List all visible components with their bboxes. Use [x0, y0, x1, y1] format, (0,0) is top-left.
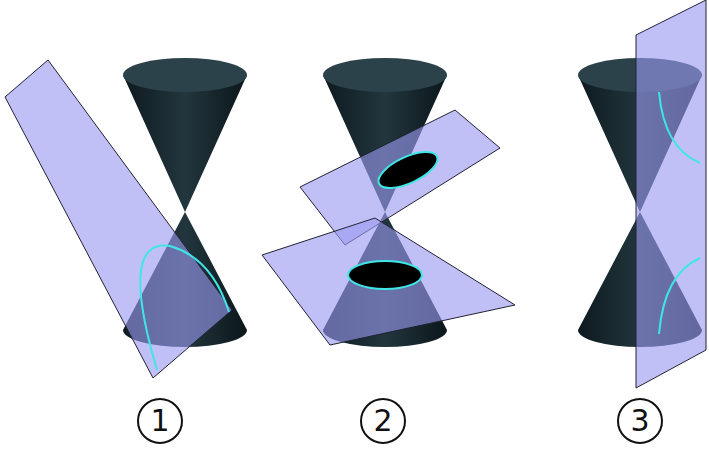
callout-number: 2 [373, 406, 392, 436]
parabola-curve [140, 246, 229, 370]
callout-circle: 2 [360, 398, 406, 444]
hyperbola-curve [659, 258, 700, 334]
cutting-plane [262, 218, 515, 345]
callout-circle: 1 [137, 398, 183, 444]
cutting-plane [636, 0, 706, 388]
ellipse-curve [374, 145, 443, 196]
callout-number: 1 [150, 406, 169, 436]
cutting-plane [300, 110, 500, 245]
circle-curve [348, 261, 422, 289]
callout-number: 3 [630, 406, 649, 436]
callout-circle: 3 [617, 398, 663, 444]
hyperbola-curve [659, 92, 700, 163]
cutting-plane [5, 60, 232, 378]
